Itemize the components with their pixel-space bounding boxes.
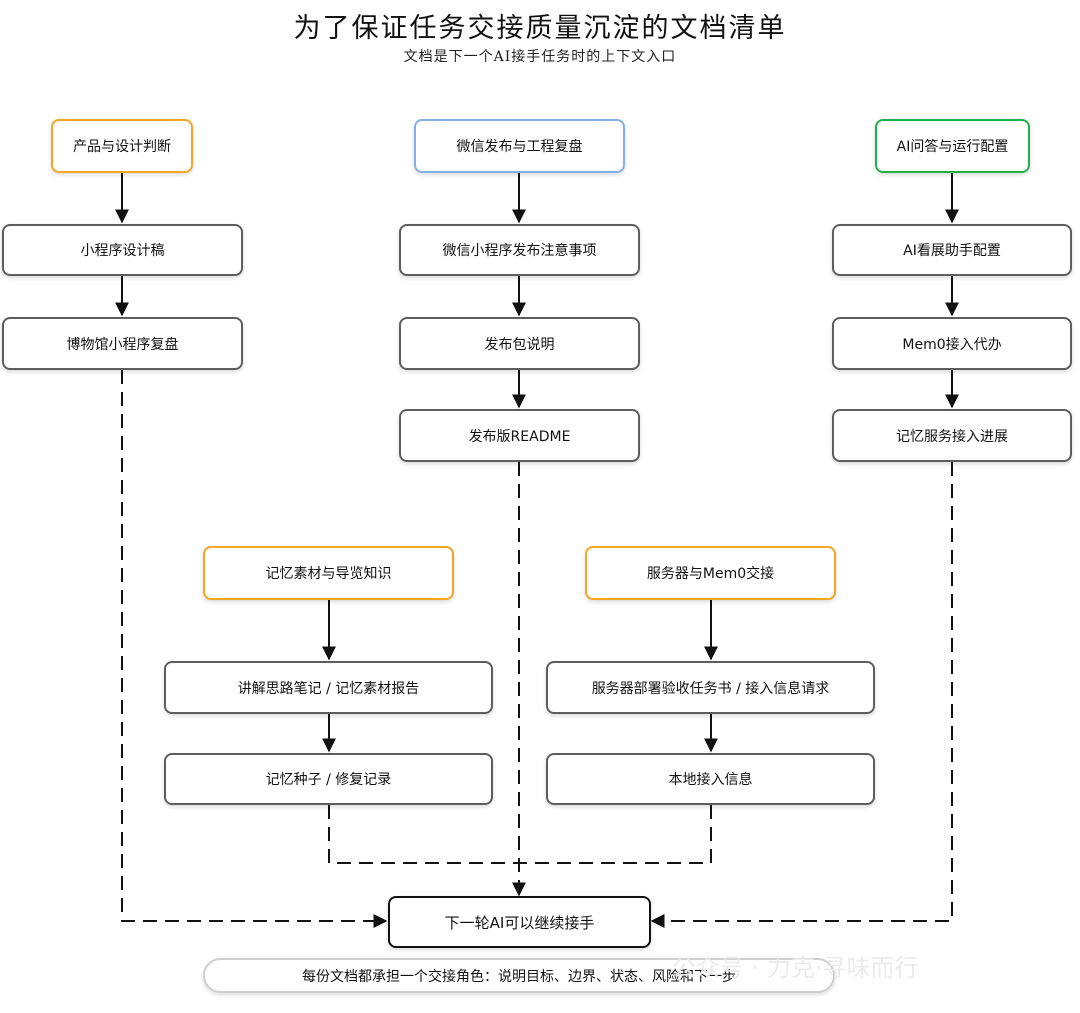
group-header-ai: AI问答与运行配置: [875, 119, 1030, 173]
doc-node-deploy-tasks: 服务器部署验收任务书 / 接入信息请求: [546, 661, 875, 714]
group-header-wechat: 微信发布与工程复盘: [414, 119, 625, 173]
watermark-text: 公众号 · 力克·寻味而行: [672, 954, 919, 982]
group-header-product: 产品与设计判断: [51, 119, 193, 173]
dashed-connector-product: [121, 370, 388, 928]
final-node-next-ai: 下一轮AI可以继续接手: [388, 896, 651, 948]
dashed-connector-merge: [328, 805, 712, 864]
group-header-server: 服务器与Mem0交接: [585, 546, 836, 600]
doc-node-publish-notes: 微信小程序发布注意事项: [399, 224, 640, 276]
footer-note: 每份文档都承担一个交接角色：说明目标、边界、状态、风险和下一步: [203, 958, 835, 993]
diagram-subtitle: 文档是下一个AI接手任务时的上下文入口: [403, 49, 677, 65]
doc-node-museum-review: 博物馆小程序复盘: [2, 317, 243, 370]
doc-node-release-readme: 发布版README: [399, 409, 640, 462]
doc-node-mem0-todo: Mem0接入代办: [832, 317, 1072, 370]
doc-node-memory-progress: 记忆服务接入进展: [832, 409, 1072, 462]
group-header-memory: 记忆素材与导览知识: [203, 546, 454, 600]
doc-node-design-mockup: 小程序设计稿: [2, 224, 243, 276]
doc-node-local-access: 本地接入信息: [546, 753, 875, 805]
doc-node-ai-assistant-config: AI看展助手配置: [832, 224, 1072, 276]
doc-node-package-desc: 发布包说明: [399, 317, 640, 370]
doc-node-guide-notes: 讲解思路笔记 / 记忆素材报告: [164, 661, 493, 714]
diagram-title: 为了保证任务交接质量沉淀的文档清单: [293, 13, 787, 44]
doc-node-memory-seeds: 记忆种子 / 修复记录: [164, 753, 493, 805]
